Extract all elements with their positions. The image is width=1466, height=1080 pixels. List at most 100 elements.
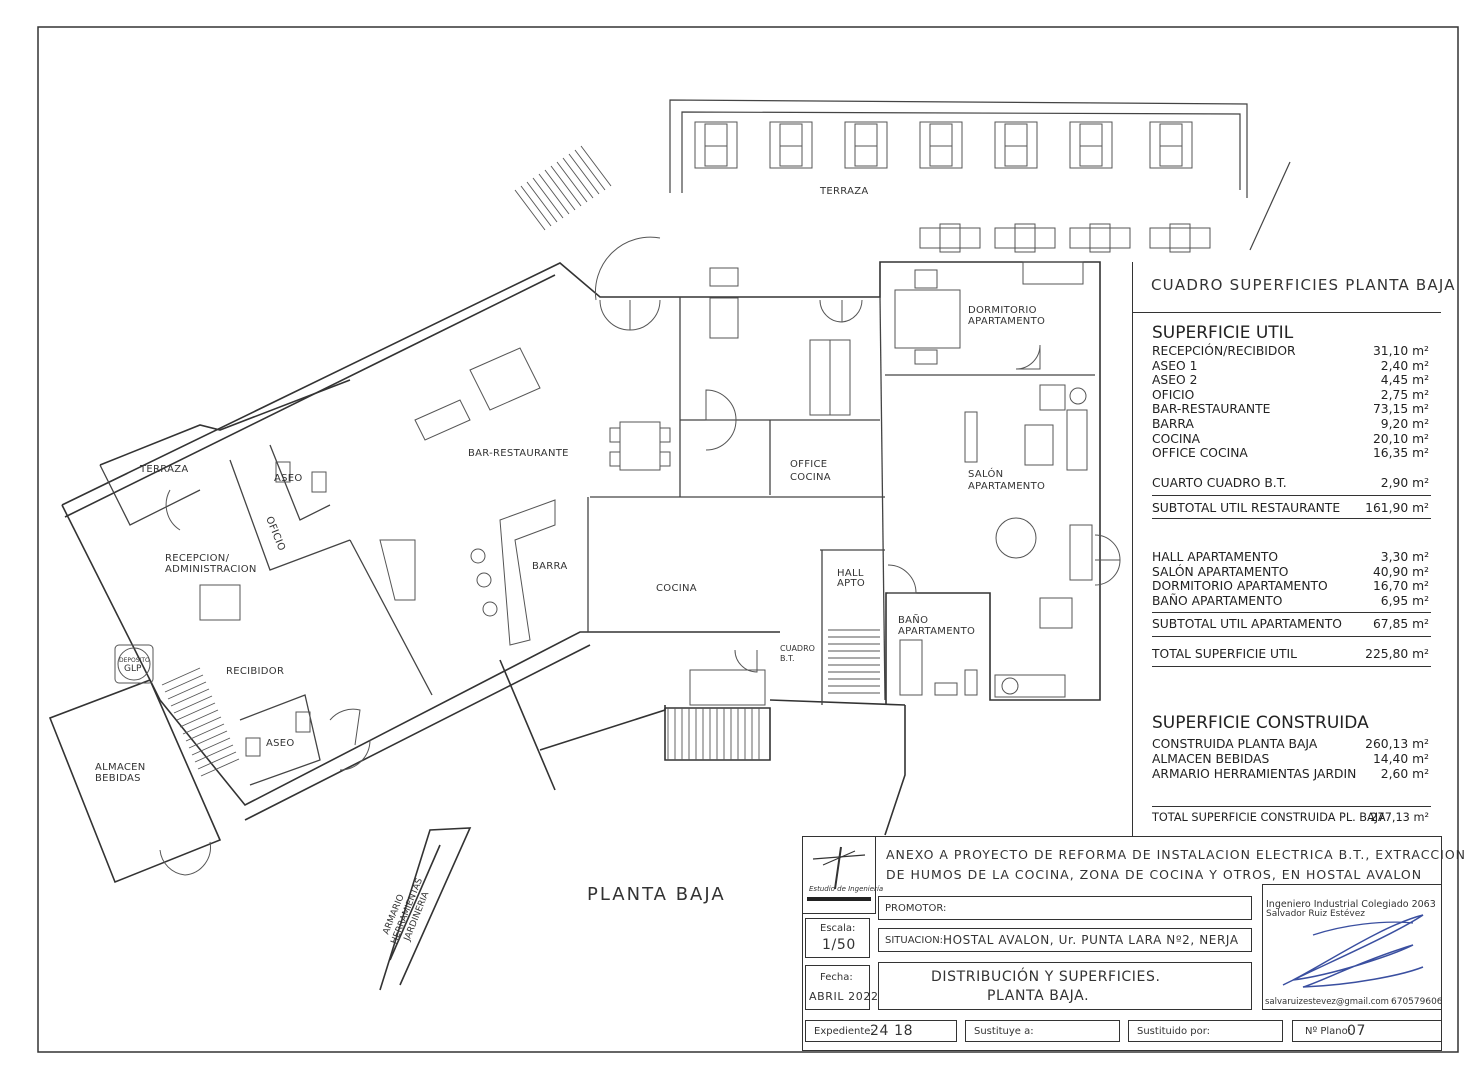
underline: [1152, 518, 1431, 519]
construida-heading: SUPERFICIE CONSTRUIDA: [1152, 713, 1369, 733]
label-bano-2: APARTAMENTO: [898, 626, 975, 637]
situacion-label: SITUACION:: [885, 935, 944, 946]
table-mark: [1159, 123, 1183, 147]
table-mark: [704, 145, 728, 167]
row-value: 14,40 m²: [1372, 751, 1429, 766]
stair-tread: [520, 185, 552, 227]
stair-tread: [532, 177, 564, 219]
row-name: HALL APARTAMENTO: [1152, 550, 1279, 564]
sustituido-field: Sustituido por:: [1128, 1020, 1283, 1042]
row-name: BAR-RESTAURANTE: [1152, 402, 1271, 417]
label-recepcion-2: ADMINISTRACION: [165, 564, 257, 575]
row-name: BARRA: [1152, 417, 1194, 431]
plan-title: PLANTA BAJA: [587, 884, 726, 905]
row-name: SALÓN APARTAMENTO: [1152, 564, 1289, 579]
fecha-label: Fecha:: [820, 972, 853, 983]
table-mark: [1004, 123, 1028, 147]
engineer-line-2: Salvador Ruiz Estévez: [1266, 909, 1366, 919]
row-value: 161,90 m²: [1365, 501, 1429, 515]
row-value: 225,80 m²: [1365, 647, 1429, 661]
project-line-1: ANEXO A PROYECTO DE REFORMA DE INSTALACI…: [886, 847, 1466, 862]
table-mark: [1149, 227, 1211, 249]
table-mark: [919, 121, 963, 169]
plano-label: Nº Plano:: [1305, 1026, 1352, 1037]
row-name: TOTAL SUPERFICIE CONSTRUIDA PL. BAJA: [1152, 811, 1386, 824]
building-walls: [48, 261, 1101, 991]
row-name: RECEPCIÓN/RECIBIDOR: [1152, 344, 1296, 358]
plano-value: 07: [1347, 1023, 1367, 1039]
escala-field: Escala: 1/50: [805, 918, 870, 958]
sustituye-label: Sustituye a:: [974, 1026, 1034, 1037]
row-name: OFICIO: [1152, 387, 1195, 402]
stair-tread: [514, 189, 546, 231]
underline: [1152, 666, 1431, 667]
row-value: 2,90 m²: [1380, 476, 1429, 490]
row-name: ASEO 1: [1152, 358, 1198, 373]
table-mark: [854, 123, 878, 147]
label-bano-1: BAÑO: [898, 613, 928, 626]
signature-icon: [1282, 914, 1424, 988]
furniture: [114, 261, 1093, 757]
engineer-email: salvaruizestevez@gmail.com: [1265, 997, 1389, 1007]
engineer-box: Ingeniero Industrial Colegiado 2063 Salv…: [1262, 884, 1443, 1010]
table-mark: [994, 121, 1038, 169]
summary-heading: CUADRO SUPERFICIES PLANTA BAJA: [1151, 276, 1456, 294]
stair-tread: [176, 702, 216, 721]
plano-field: Nº Plano: 07: [1292, 1020, 1442, 1042]
stair-tread: [191, 737, 231, 756]
row-value: 6,95 m²: [1380, 593, 1429, 608]
row-value: 260,13 m²: [1365, 737, 1429, 751]
total-construida-row: TOTAL SUPERFICIE CONSTRUIDA PL. BAJA 277…: [1152, 810, 1429, 825]
escala-value: 1/50: [822, 937, 856, 953]
summary-row: HALL APARTAMENTO 3,30 m²: [1152, 550, 1429, 565]
label-bar: BAR-RESTAURANTE: [468, 448, 569, 459]
drawing-title-box: DISTRIBUCIÓN Y SUPERFICIES. PLANTA BAJA.: [878, 962, 1252, 1010]
underline: [1152, 612, 1431, 613]
stair-tread: [550, 165, 582, 207]
underline: [1152, 806, 1431, 807]
label-oficio: OFICIO: [263, 515, 287, 553]
engineer-phone: 670579606: [1391, 997, 1443, 1007]
label-salon-1: SALÓN: [968, 467, 1003, 480]
row-value: 3,30 m²: [1380, 550, 1429, 564]
row-value: 31,10 m²: [1372, 344, 1429, 358]
row-name: COCINA: [1152, 431, 1201, 446]
label-deposito-1: DEPOSITO: [119, 657, 150, 664]
sustituye-field: Sustituye a:: [965, 1020, 1120, 1042]
stair-tread: [164, 674, 204, 693]
underline: [1152, 495, 1431, 496]
stair-tread: [526, 181, 558, 223]
stair-tread: [544, 169, 576, 211]
stair-tread: [161, 667, 201, 686]
stair-tread: [538, 173, 570, 215]
table-mark: [929, 145, 953, 167]
row-value: 277,13 m²: [1370, 811, 1429, 824]
table-mark: [779, 123, 803, 147]
row-value: 2,75 m²: [1380, 387, 1429, 402]
interior-walls: [99, 296, 1095, 786]
doors: [159, 236, 1121, 876]
row-name: CONSTRUIDA PLANTA BAJA: [1152, 737, 1318, 751]
table-mark: [994, 227, 1056, 249]
expediente-label: Expediente:: [814, 1026, 874, 1037]
underline: [1152, 636, 1431, 637]
label-aseo2: ASEO: [266, 738, 295, 749]
stair-tread: [182, 716, 222, 735]
table-mark: [1169, 223, 1191, 253]
stair-tread: [167, 681, 207, 700]
label-recepcion-1: RECEPCION/: [165, 553, 230, 564]
label-deposito-2: GLP: [124, 664, 142, 674]
label-office-2: COCINA: [790, 472, 831, 483]
label-dormitorio-2: APARTAMENTO: [968, 316, 1045, 327]
table-mark: [929, 123, 953, 147]
row-name: OFFICE COCINA: [1152, 446, 1248, 461]
stair-tread: [200, 758, 240, 777]
label-terraza-left: TERRAZA: [139, 464, 189, 475]
row-name: TOTAL SUPERFICIE UTIL: [1152, 647, 1298, 661]
